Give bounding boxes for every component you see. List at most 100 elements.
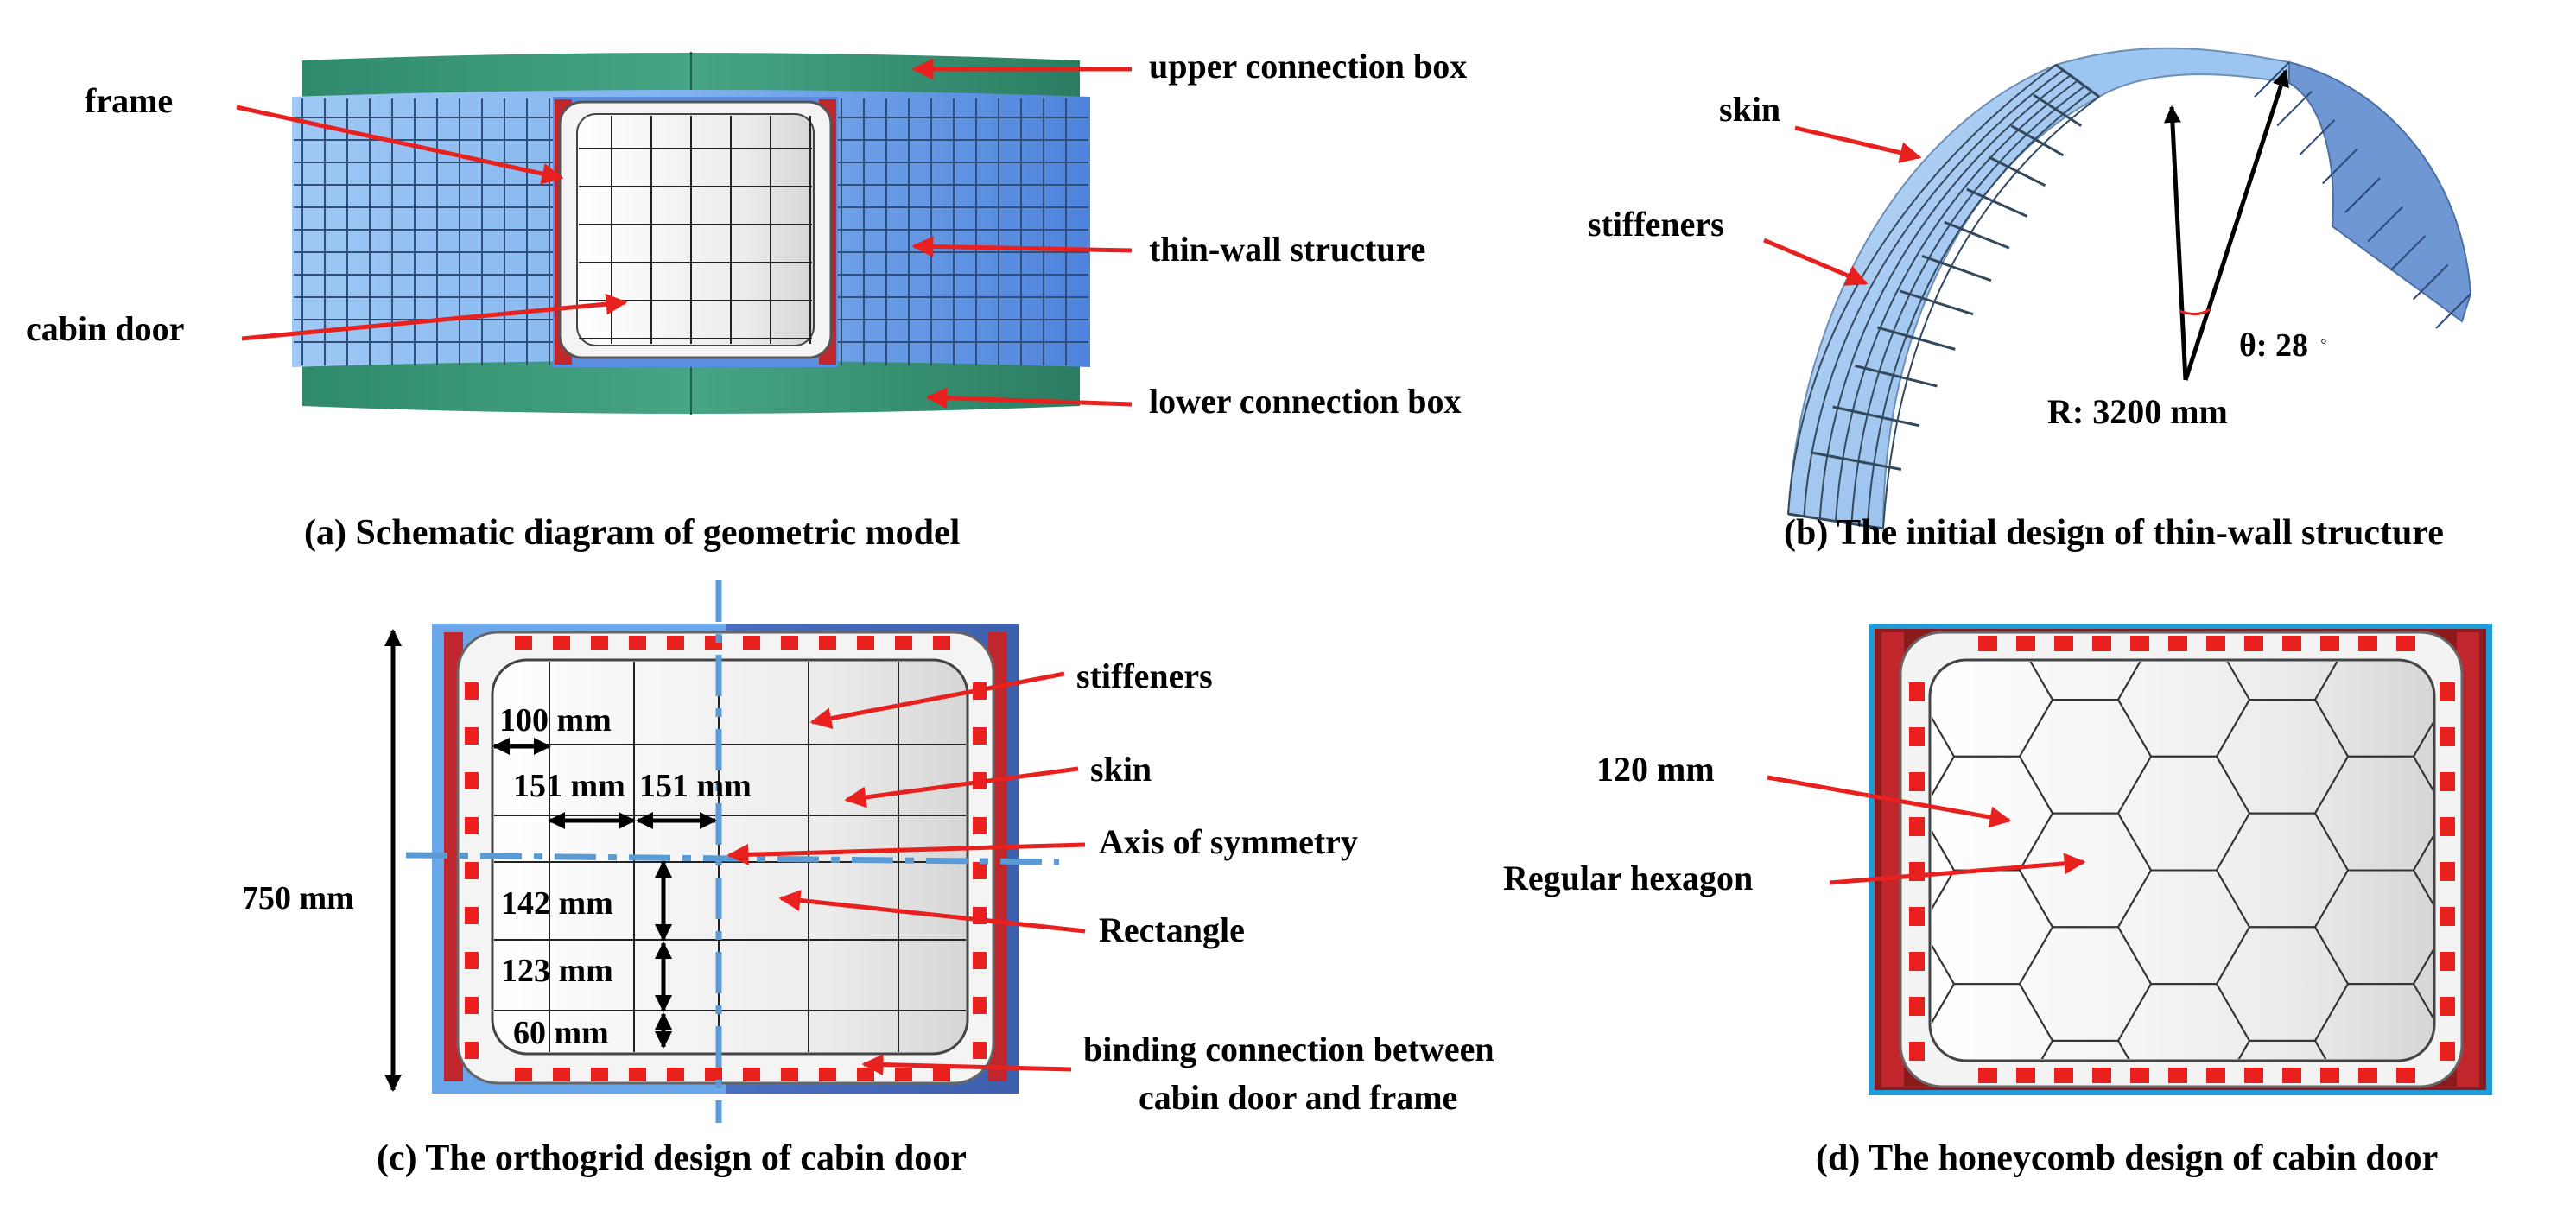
binding-bolt bbox=[2440, 907, 2455, 926]
label-radius: R: 3200 mm bbox=[2047, 392, 2228, 431]
arch-stringer bbox=[1866, 91, 2093, 527]
binding-bolt bbox=[2168, 1068, 2187, 1083]
binding-bolt bbox=[857, 1068, 874, 1081]
panel-d: 120 mm Regular hexagon (d) The honeycomb… bbox=[1503, 624, 2492, 1178]
binding-bolt bbox=[2282, 1068, 2301, 1083]
binding-connectors bbox=[465, 636, 987, 1081]
binding-bolt bbox=[2016, 1068, 2035, 1083]
panel-c: 750 mm 100 mm 151 mm 151 mm 142 mm 123 m… bbox=[242, 580, 1494, 1178]
hexagon-stiffeners bbox=[1932, 662, 2433, 1059]
binding-bolt bbox=[465, 952, 479, 969]
binding-bolt bbox=[465, 817, 479, 834]
binding-bolt bbox=[1909, 682, 1925, 701]
label-binding-2: cabin door and frame bbox=[1139, 1078, 1457, 1117]
arch-stiffeners bbox=[1787, 61, 2471, 530]
binding-bolt bbox=[1909, 817, 1925, 836]
arrow-skin-c bbox=[844, 766, 1079, 808]
binding-bolt bbox=[2168, 636, 2187, 651]
binding-bolt bbox=[2282, 636, 2301, 651]
binding-bolt bbox=[819, 1068, 836, 1081]
arrow-thin-wall bbox=[911, 235, 1133, 257]
dim-151b: 151 mm bbox=[639, 768, 752, 804]
arch-rib-right bbox=[2435, 293, 2471, 329]
caption-c: (c) The orthogrid design of cabin door bbox=[377, 1138, 967, 1178]
arch-rib-right bbox=[2254, 61, 2290, 98]
binding-bolt bbox=[973, 727, 987, 745]
arch-rib bbox=[1810, 451, 1902, 471]
binding-bolt bbox=[2440, 772, 2455, 791]
binding-bolt bbox=[465, 682, 479, 700]
binding-bolt bbox=[743, 636, 760, 650]
dim-151a: 151 mm bbox=[513, 768, 625, 804]
binding-bolt bbox=[2320, 1068, 2339, 1083]
label-lower-connection-box: lower connection box bbox=[1149, 382, 1461, 421]
label-degree: ◦ bbox=[2320, 330, 2327, 352]
label-binding-1: binding connection between bbox=[1083, 1030, 1494, 1068]
binding-bolt bbox=[933, 636, 950, 650]
binding-bolt bbox=[2440, 997, 2455, 1016]
stiffened-arch bbox=[1786, 47, 2472, 530]
arch-rib bbox=[1966, 187, 2028, 218]
caption-a: (a) Schematic diagram of geometric model bbox=[304, 513, 960, 553]
binding-bolt bbox=[1909, 727, 1925, 746]
binding-bolt bbox=[2092, 636, 2111, 651]
label-theta: θ: 28 bbox=[2239, 327, 2308, 364]
binding-bolt bbox=[973, 817, 987, 834]
arch-rib bbox=[1944, 220, 2010, 250]
binding-bolt bbox=[2358, 636, 2377, 651]
arch-rib bbox=[1876, 326, 1956, 351]
binding-bolt bbox=[465, 727, 479, 745]
binding-bolt bbox=[2440, 862, 2455, 881]
panel-b: skin stiffeners θ: 28 ◦ R: 3200 mm (b) T… bbox=[1588, 47, 2472, 553]
dim-60: 60 mm bbox=[513, 1015, 609, 1051]
arch-rib bbox=[1921, 254, 1992, 282]
binding-bolt bbox=[2054, 1068, 2073, 1083]
binding-bolt bbox=[591, 1068, 608, 1081]
arch-rib-right bbox=[2413, 263, 2449, 301]
binding-bolt bbox=[2206, 636, 2225, 651]
radius-line-1 bbox=[2163, 105, 2188, 381]
binding-bolt bbox=[2206, 1068, 2225, 1083]
hexagon-cell bbox=[2412, 699, 2433, 815]
binding-bolt bbox=[465, 1042, 479, 1059]
arch-rib-right bbox=[2367, 206, 2403, 243]
binding-bolt bbox=[1909, 1042, 1925, 1061]
binding-bolt bbox=[973, 952, 987, 969]
binding-bolt bbox=[2358, 1068, 2377, 1083]
arrow-rectangle bbox=[778, 889, 1086, 934]
binding-bolt bbox=[465, 862, 479, 879]
binding-bolt bbox=[2440, 727, 2455, 746]
binding-bolt bbox=[465, 907, 479, 924]
label-skin: skin bbox=[1719, 90, 1780, 129]
binding-bolt bbox=[1909, 952, 1925, 971]
orthogrid-door bbox=[432, 624, 1019, 1094]
binding-bolt bbox=[2130, 1068, 2149, 1083]
caption-d: (d) The honeycomb design of cabin door bbox=[1816, 1138, 2438, 1178]
binding-bolt bbox=[743, 1068, 760, 1081]
arrow-binding bbox=[861, 1054, 1072, 1076]
binding-bolt bbox=[973, 997, 987, 1014]
arch-rib bbox=[2010, 124, 2065, 157]
label-thin-wall-structure: thin-wall structure bbox=[1149, 230, 1425, 269]
arch-stringer bbox=[1882, 96, 2100, 529]
arch-stringer bbox=[1818, 74, 2072, 519]
binding-bolt bbox=[553, 636, 570, 650]
arch-stringer bbox=[1850, 85, 2085, 524]
binding-bolt bbox=[667, 1068, 684, 1081]
binding-bolt bbox=[2092, 1068, 2111, 1083]
label-regular-hexagon: Regular hexagon bbox=[1503, 859, 1753, 897]
binding-bolt bbox=[2396, 1068, 2415, 1083]
binding-bolt bbox=[2440, 1042, 2455, 1061]
binding-bolt bbox=[2440, 817, 2455, 836]
binding-bolt bbox=[2396, 636, 2415, 651]
binding-bolt bbox=[895, 1068, 912, 1081]
binding-bolt bbox=[933, 1068, 950, 1081]
upper-connection-box-shape bbox=[302, 52, 1080, 102]
dim-123: 123 mm bbox=[501, 953, 613, 989]
binding-bolt bbox=[781, 636, 798, 650]
binding-bolt bbox=[2440, 682, 2455, 701]
arch-rib-right bbox=[2276, 90, 2313, 127]
label-120mm: 120 mm bbox=[1596, 750, 1715, 789]
arch-rib-right bbox=[2344, 177, 2381, 213]
binding-bolt bbox=[1978, 636, 1997, 651]
